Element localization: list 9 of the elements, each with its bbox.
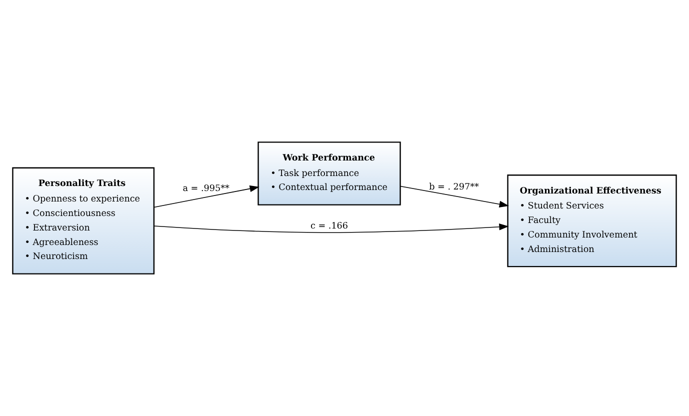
edge-label: c = .166 <box>310 222 348 232</box>
node-box: Personality Traits • Openness to experience • Conscientiousness • Extraversion • Agreeableness • Neuroticism <box>12 167 155 274</box>
arrow <box>154 224 509 234</box>
node-box: Organizational Effectiveness • Student Services • Faculty • Community Involvement • Administration <box>507 174 677 268</box>
node-box: Work Performance • Task performance • Contextual performance <box>258 142 401 206</box>
edge-label: a = .995** <box>182 184 230 194</box>
arrow <box>154 185 260 208</box>
edge-label: b = . 297** <box>429 182 479 192</box>
arrow <box>400 186 509 208</box>
